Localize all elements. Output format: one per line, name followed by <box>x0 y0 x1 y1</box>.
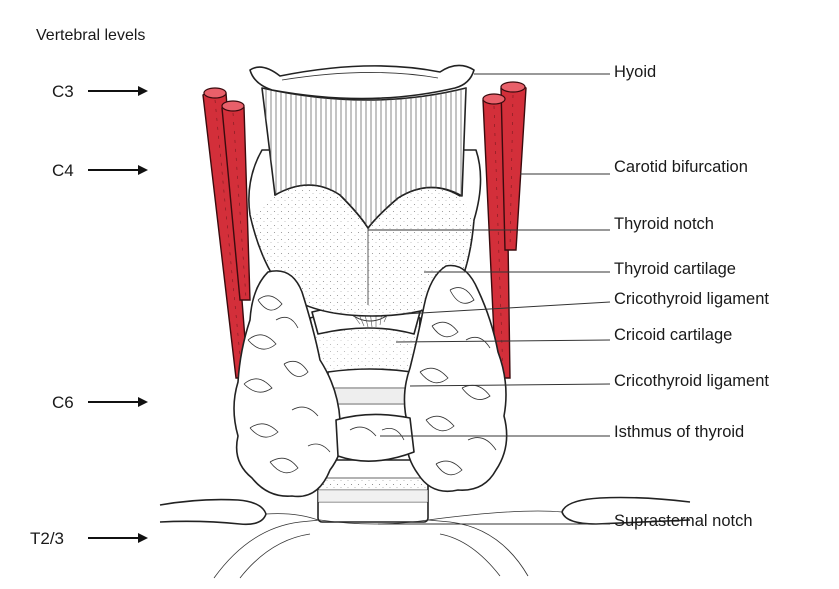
level-marker-c3: C3 <box>52 82 148 101</box>
level-marker-c4: C4 <box>52 161 148 180</box>
level-marker-t2-3: T2/3 <box>30 529 148 548</box>
diagram-title: Vertebral levels <box>36 27 145 44</box>
label-cricothyroid-ligament-upper: Cricothyroid ligament <box>614 290 769 308</box>
level-label: C3 <box>52 82 74 101</box>
trachea <box>318 460 428 522</box>
structure-labels: Hyoid Carotid bifurcation Thyroid notch … <box>614 63 769 530</box>
level-label: C6 <box>52 393 74 412</box>
arrowhead-icon <box>138 86 148 96</box>
label-thyroid-notch: Thyroid notch <box>614 215 714 233</box>
arrowhead-icon <box>138 165 148 175</box>
level-marker-c6: C6 <box>52 393 148 412</box>
thyroid-isthmus <box>336 414 414 461</box>
label-cricoid-cartilage: Cricoid cartilage <box>614 326 732 344</box>
label-suprasternal-notch: Suprasternal notch <box>614 512 753 530</box>
arrowhead-icon <box>138 533 148 543</box>
left-clavicle <box>160 500 266 525</box>
label-hyoid: Hyoid <box>614 63 656 81</box>
right-carotid-inner <box>501 83 526 250</box>
manubrium-outline <box>214 520 528 578</box>
label-thyroid-cartilage: Thyroid cartilage <box>614 260 736 278</box>
label-isthmus-of-thyroid: Isthmus of thyroid <box>614 423 744 441</box>
label-cricothyroid-ligament-lower: Cricothyroid ligament <box>614 372 769 390</box>
level-label: T2/3 <box>30 529 64 548</box>
level-label: C4 <box>52 161 74 180</box>
label-carotid-bifurcation: Carotid bifurcation <box>614 158 748 176</box>
arrowhead-icon <box>138 397 148 407</box>
